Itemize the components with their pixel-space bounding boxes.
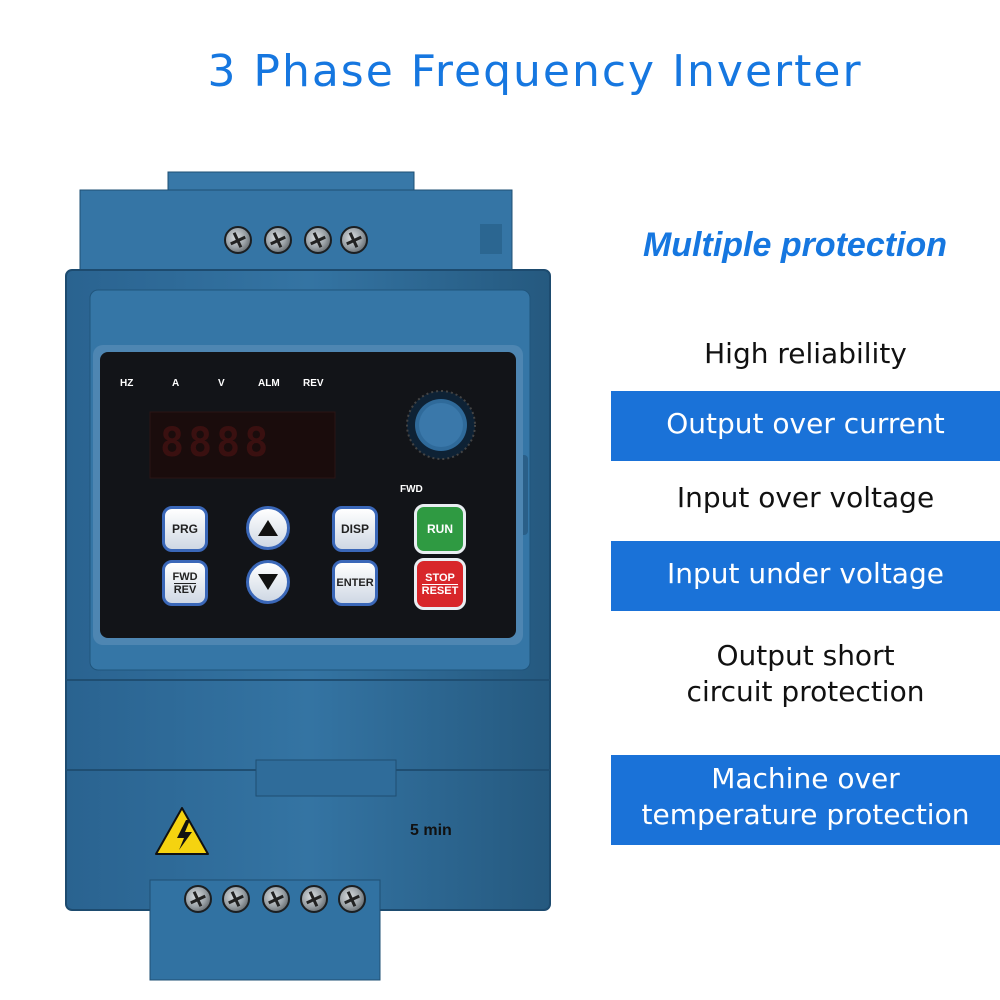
electric-hazard-icon [150, 800, 214, 860]
features-heading: Multiple protection [642, 226, 948, 264]
page-title: 3 Phase Frequency Inverter [207, 46, 863, 97]
feature-high-reliability: High reliability [704, 337, 907, 370]
indicator-a: A [172, 378, 180, 389]
terminal-screw [262, 885, 290, 913]
fwd-rev-button[interactable]: FWD REV [162, 560, 208, 606]
inverter-device: HZ A V ALM REV FWD 8888 PRG FWD REV DISP… [0, 0, 600, 1000]
arrow-up-icon [258, 520, 278, 536]
terminal-screw [304, 226, 332, 254]
up-arrow-button[interactable] [246, 506, 290, 550]
indicator-alm: ALM [258, 378, 280, 389]
terminal-screw [184, 885, 212, 913]
indicator-fwd: FWD [400, 484, 423, 495]
enter-button[interactable]: ENTER [332, 560, 378, 606]
terminal-screw [340, 226, 368, 254]
disp-button[interactable]: DISP [332, 506, 378, 552]
led-display: 8888 [160, 420, 273, 466]
arrow-down-icon [258, 574, 278, 590]
down-arrow-button[interactable] [246, 560, 290, 604]
indicator-v: V [218, 378, 225, 389]
terminal-screw [224, 226, 252, 254]
warning-time-label: 5 min [410, 822, 452, 839]
run-button[interactable]: RUN [414, 504, 466, 554]
terminal-screw [338, 885, 366, 913]
feature-output-over-current: Output over current [611, 391, 1000, 461]
terminal-screw [300, 885, 328, 913]
feature-input-under-voltage: Input under voltage [611, 541, 1000, 611]
prg-button[interactable]: PRG [162, 506, 208, 552]
indicator-rev: REV [303, 378, 324, 389]
inverter-body [65, 171, 551, 981]
indicator-hz: HZ [120, 378, 134, 389]
terminal-screw [264, 226, 292, 254]
terminal-screw [222, 885, 250, 913]
feature-input-over-voltage: Input over voltage [676, 481, 935, 514]
stop-reset-button[interactable]: STOP RESET [414, 558, 466, 610]
